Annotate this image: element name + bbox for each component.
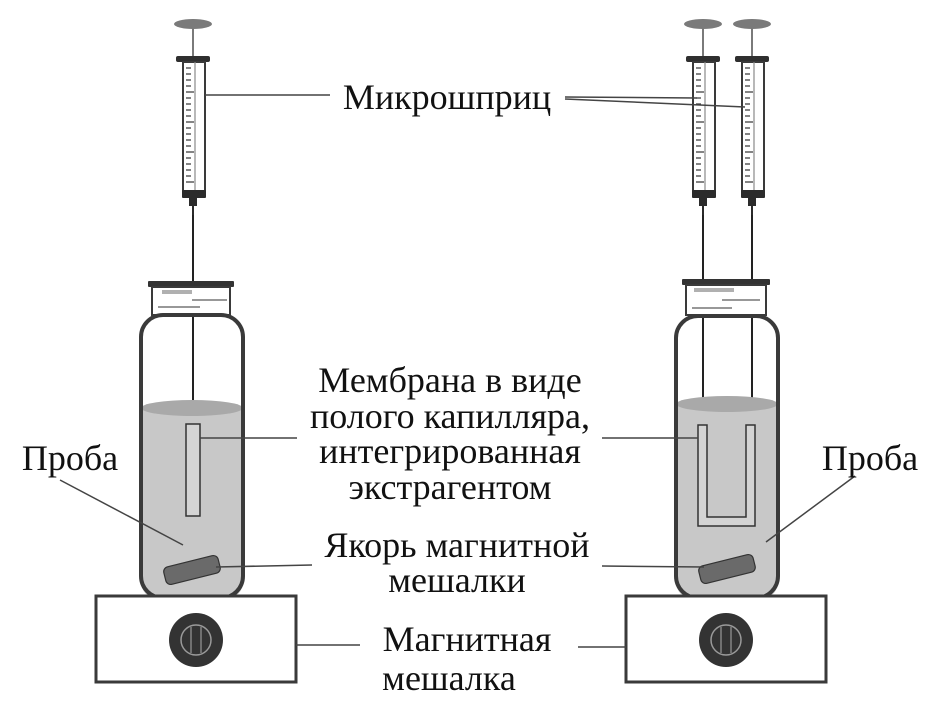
- stir-bar-left: [163, 554, 221, 586]
- left-setup: [94, 18, 298, 684]
- label-microsyringe: Микрошприц: [343, 77, 551, 117]
- right-setup: [624, 18, 828, 684]
- label-stirrer-line2: мешалка: [382, 658, 516, 698]
- label-membrane-line1: Мембрана в виде: [318, 360, 581, 400]
- magnetic-stirrer-right: [624, 594, 828, 684]
- label-membrane-line4: экстрагентом: [348, 467, 551, 507]
- label-sample-right: Проба: [822, 438, 918, 478]
- label-stir-bar-line2: мешалки: [388, 560, 526, 600]
- leader-lines: [59, 94, 856, 648]
- microsyringe-right-2: [732, 18, 772, 216]
- stir-bar-right: [698, 553, 756, 585]
- magnetic-stirrer-left: [94, 594, 298, 684]
- label-membrane-line2: полого капилляра,: [310, 396, 590, 436]
- vial-right: [674, 279, 780, 600]
- label-sample-left: Проба: [22, 438, 118, 478]
- microsyringe-right-1: [683, 18, 723, 216]
- membrane-left: [185, 423, 201, 517]
- label-membrane-line3: интегрированная: [319, 431, 581, 471]
- label-stirrer-line1: Магнитная: [383, 619, 552, 659]
- membrane-right: [697, 424, 756, 527]
- label-stir-bar-line1: Якорь магнитной: [324, 525, 589, 565]
- microsyringe-left: [173, 18, 213, 216]
